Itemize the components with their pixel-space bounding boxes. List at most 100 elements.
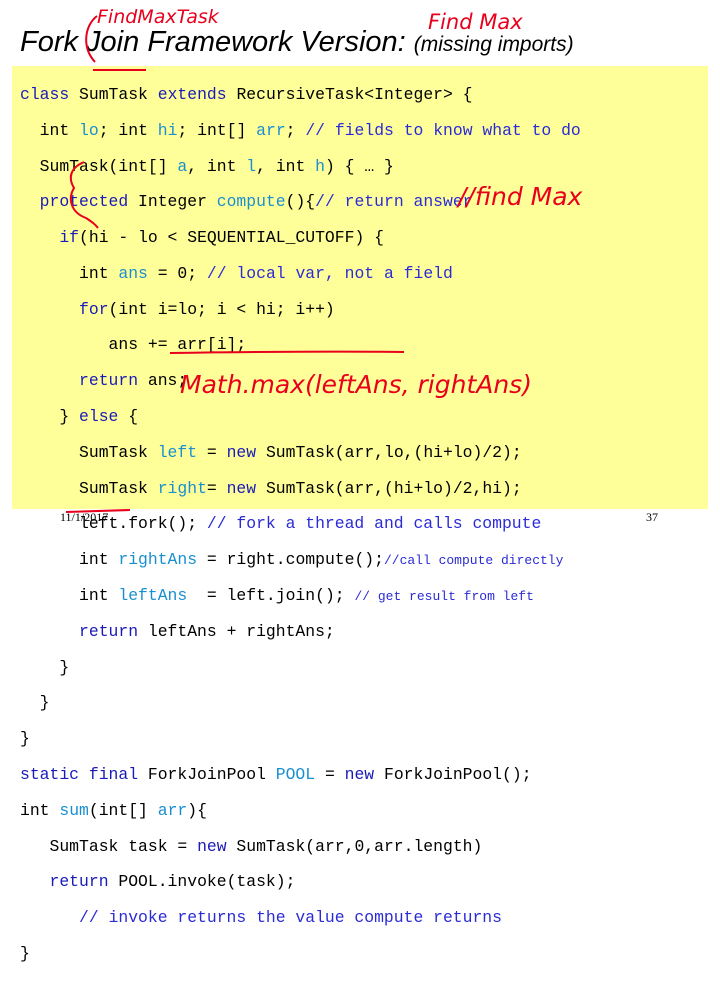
code-token: if <box>20 228 80 248</box>
code-highlight-box <box>12 66 708 509</box>
code-token: new <box>226 442 266 462</box>
code-line: SumTask right= new SumTask(arr,(hi+lo)/2… <box>20 478 581 498</box>
code-token: hi <box>157 120 178 140</box>
code-token: SumTask(int[] <box>20 156 178 176</box>
code-token: new <box>226 478 266 498</box>
code-token: class <box>20 84 80 104</box>
code-token: (int i=lo; i < hi; i++) <box>108 299 335 319</box>
code-token: (int[] <box>88 800 158 820</box>
code-token: return <box>20 621 148 641</box>
code-token: a <box>177 156 188 176</box>
code-line: int sum(int[] arr){ <box>20 800 581 820</box>
code-token: Integer <box>138 192 217 212</box>
code-token: ; <box>285 120 306 140</box>
code-token: leftAns + rightAns; <box>147 621 335 641</box>
code-token: leftAns <box>118 586 188 606</box>
code-token: SumTask(arr,(hi+lo)/2,hi); <box>265 478 522 498</box>
code-token: rightAns <box>118 550 198 570</box>
code-token: compute <box>216 192 286 212</box>
code-token: return <box>20 872 119 892</box>
code-token: = 0; <box>147 263 207 283</box>
code-token: static final <box>20 765 148 785</box>
code-line: int leftAns = left.join(); // get result… <box>20 587 581 605</box>
code-token: left <box>157 442 198 462</box>
code-token: arr <box>256 120 286 140</box>
code-token: POOL.invoke(task); <box>118 872 296 892</box>
code-comment: //call compute directly <box>383 553 564 569</box>
code-line: for(int i=lo; i < hi; i++) <box>20 299 581 319</box>
code-token: ){ <box>187 800 207 820</box>
code-token: = <box>315 765 345 785</box>
code-comment: // invoke returns the value compute retu… <box>20 908 502 928</box>
title-subtitle: (missing imports) <box>413 33 574 56</box>
footer-page-number: 37 <box>646 510 658 524</box>
code-token: } <box>20 407 80 427</box>
code-token: int <box>20 586 119 606</box>
code-line: if(hi - lo < SEQUENTIAL_CUTOFF) { <box>20 229 581 247</box>
code-line: } <box>20 657 581 677</box>
code-line: static final ForkJoinPool POOL = new For… <box>20 766 581 784</box>
code-line: SumTask(int[] a, int l, int h) { … } <box>20 156 581 176</box>
code-token: } <box>20 729 30 749</box>
code-token: l <box>246 156 257 176</box>
code-comment: // get result from left <box>354 589 534 605</box>
code-token: right <box>157 478 207 498</box>
code-comment: // return answer <box>315 192 473 212</box>
code-token: RecursiveTask<Integer> { <box>236 84 473 104</box>
code-line: } <box>20 945 581 963</box>
code-comment: // local var, not a field <box>206 263 453 283</box>
slide-title: Fork Join Framework Version: (missing im… <box>20 26 574 59</box>
code-token: protected <box>20 192 139 212</box>
code-line: SumTask task = new SumTask(arr,0,arr.len… <box>20 836 581 856</box>
code-line: int ans = 0; // local var, not a field <box>20 263 581 283</box>
code-token: lo <box>79 120 99 140</box>
code-token: ForkJoinPool(); <box>383 765 532 785</box>
code-comment: // fields to know what to do <box>305 120 581 140</box>
code-token: ans += arr[i]; <box>20 335 247 355</box>
code-line: return leftAns + rightAns; <box>20 621 581 641</box>
code-token: ForkJoinPool <box>147 765 276 785</box>
code-token: arr <box>157 800 188 820</box>
code-token: SumTask <box>20 478 158 498</box>
code-token: ; int <box>98 120 158 140</box>
code-line: } else { <box>20 408 581 426</box>
code-token: SumTask(arr,0,arr.length) <box>236 836 483 856</box>
code-token: int <box>20 120 80 140</box>
code-line: ans += arr[i]; <box>20 336 581 354</box>
code-token: sum <box>59 800 89 820</box>
code-token: left.fork(); <box>20 514 207 534</box>
code-token: , int <box>187 156 247 176</box>
code-token: int <box>20 550 119 570</box>
code-token: for <box>20 299 109 319</box>
code-token: SumTask(arr,lo,(hi+lo)/2); <box>265 442 522 462</box>
code-comment: // fork a thread and calls compute <box>206 514 542 534</box>
code-token: = left.join(); <box>187 586 355 606</box>
code-token: } <box>20 693 50 713</box>
code-token: ans <box>118 263 148 283</box>
code-token: new <box>197 836 237 856</box>
code-token: int <box>20 800 60 820</box>
code-line: int lo; int hi; int[] arr; // fields to … <box>20 120 581 140</box>
code-token: ans; <box>147 371 188 391</box>
code-token: (){ <box>285 192 316 212</box>
code-token: return <box>20 371 148 391</box>
code-line: int rightAns = right.compute();//call co… <box>20 551 581 569</box>
title-main: Fork Join Framework Version: <box>20 26 406 58</box>
code-token: } <box>20 944 30 964</box>
code-token: else <box>79 407 129 427</box>
code-token: h <box>315 156 325 176</box>
code-token: = right.compute(); <box>197 550 384 570</box>
code-token: { <box>128 407 139 427</box>
code-token: ; int[] <box>177 120 257 140</box>
code-line: protected Integer compute(){// return an… <box>20 193 581 211</box>
code-token: new <box>344 765 384 785</box>
code-token: = <box>206 478 227 498</box>
footer-date: 11/1/2017 <box>60 510 109 524</box>
code-line: left.fork(); // fork a thread and calls … <box>20 515 581 533</box>
code-line: // invoke returns the value compute retu… <box>20 909 581 927</box>
code-line: } <box>20 730 581 748</box>
code-line: return ans; <box>20 372 581 390</box>
code-token: SumTask <box>20 442 158 462</box>
ink-find-max-task: FindMaxTask <box>97 6 220 28</box>
code-token: } <box>20 657 70 677</box>
